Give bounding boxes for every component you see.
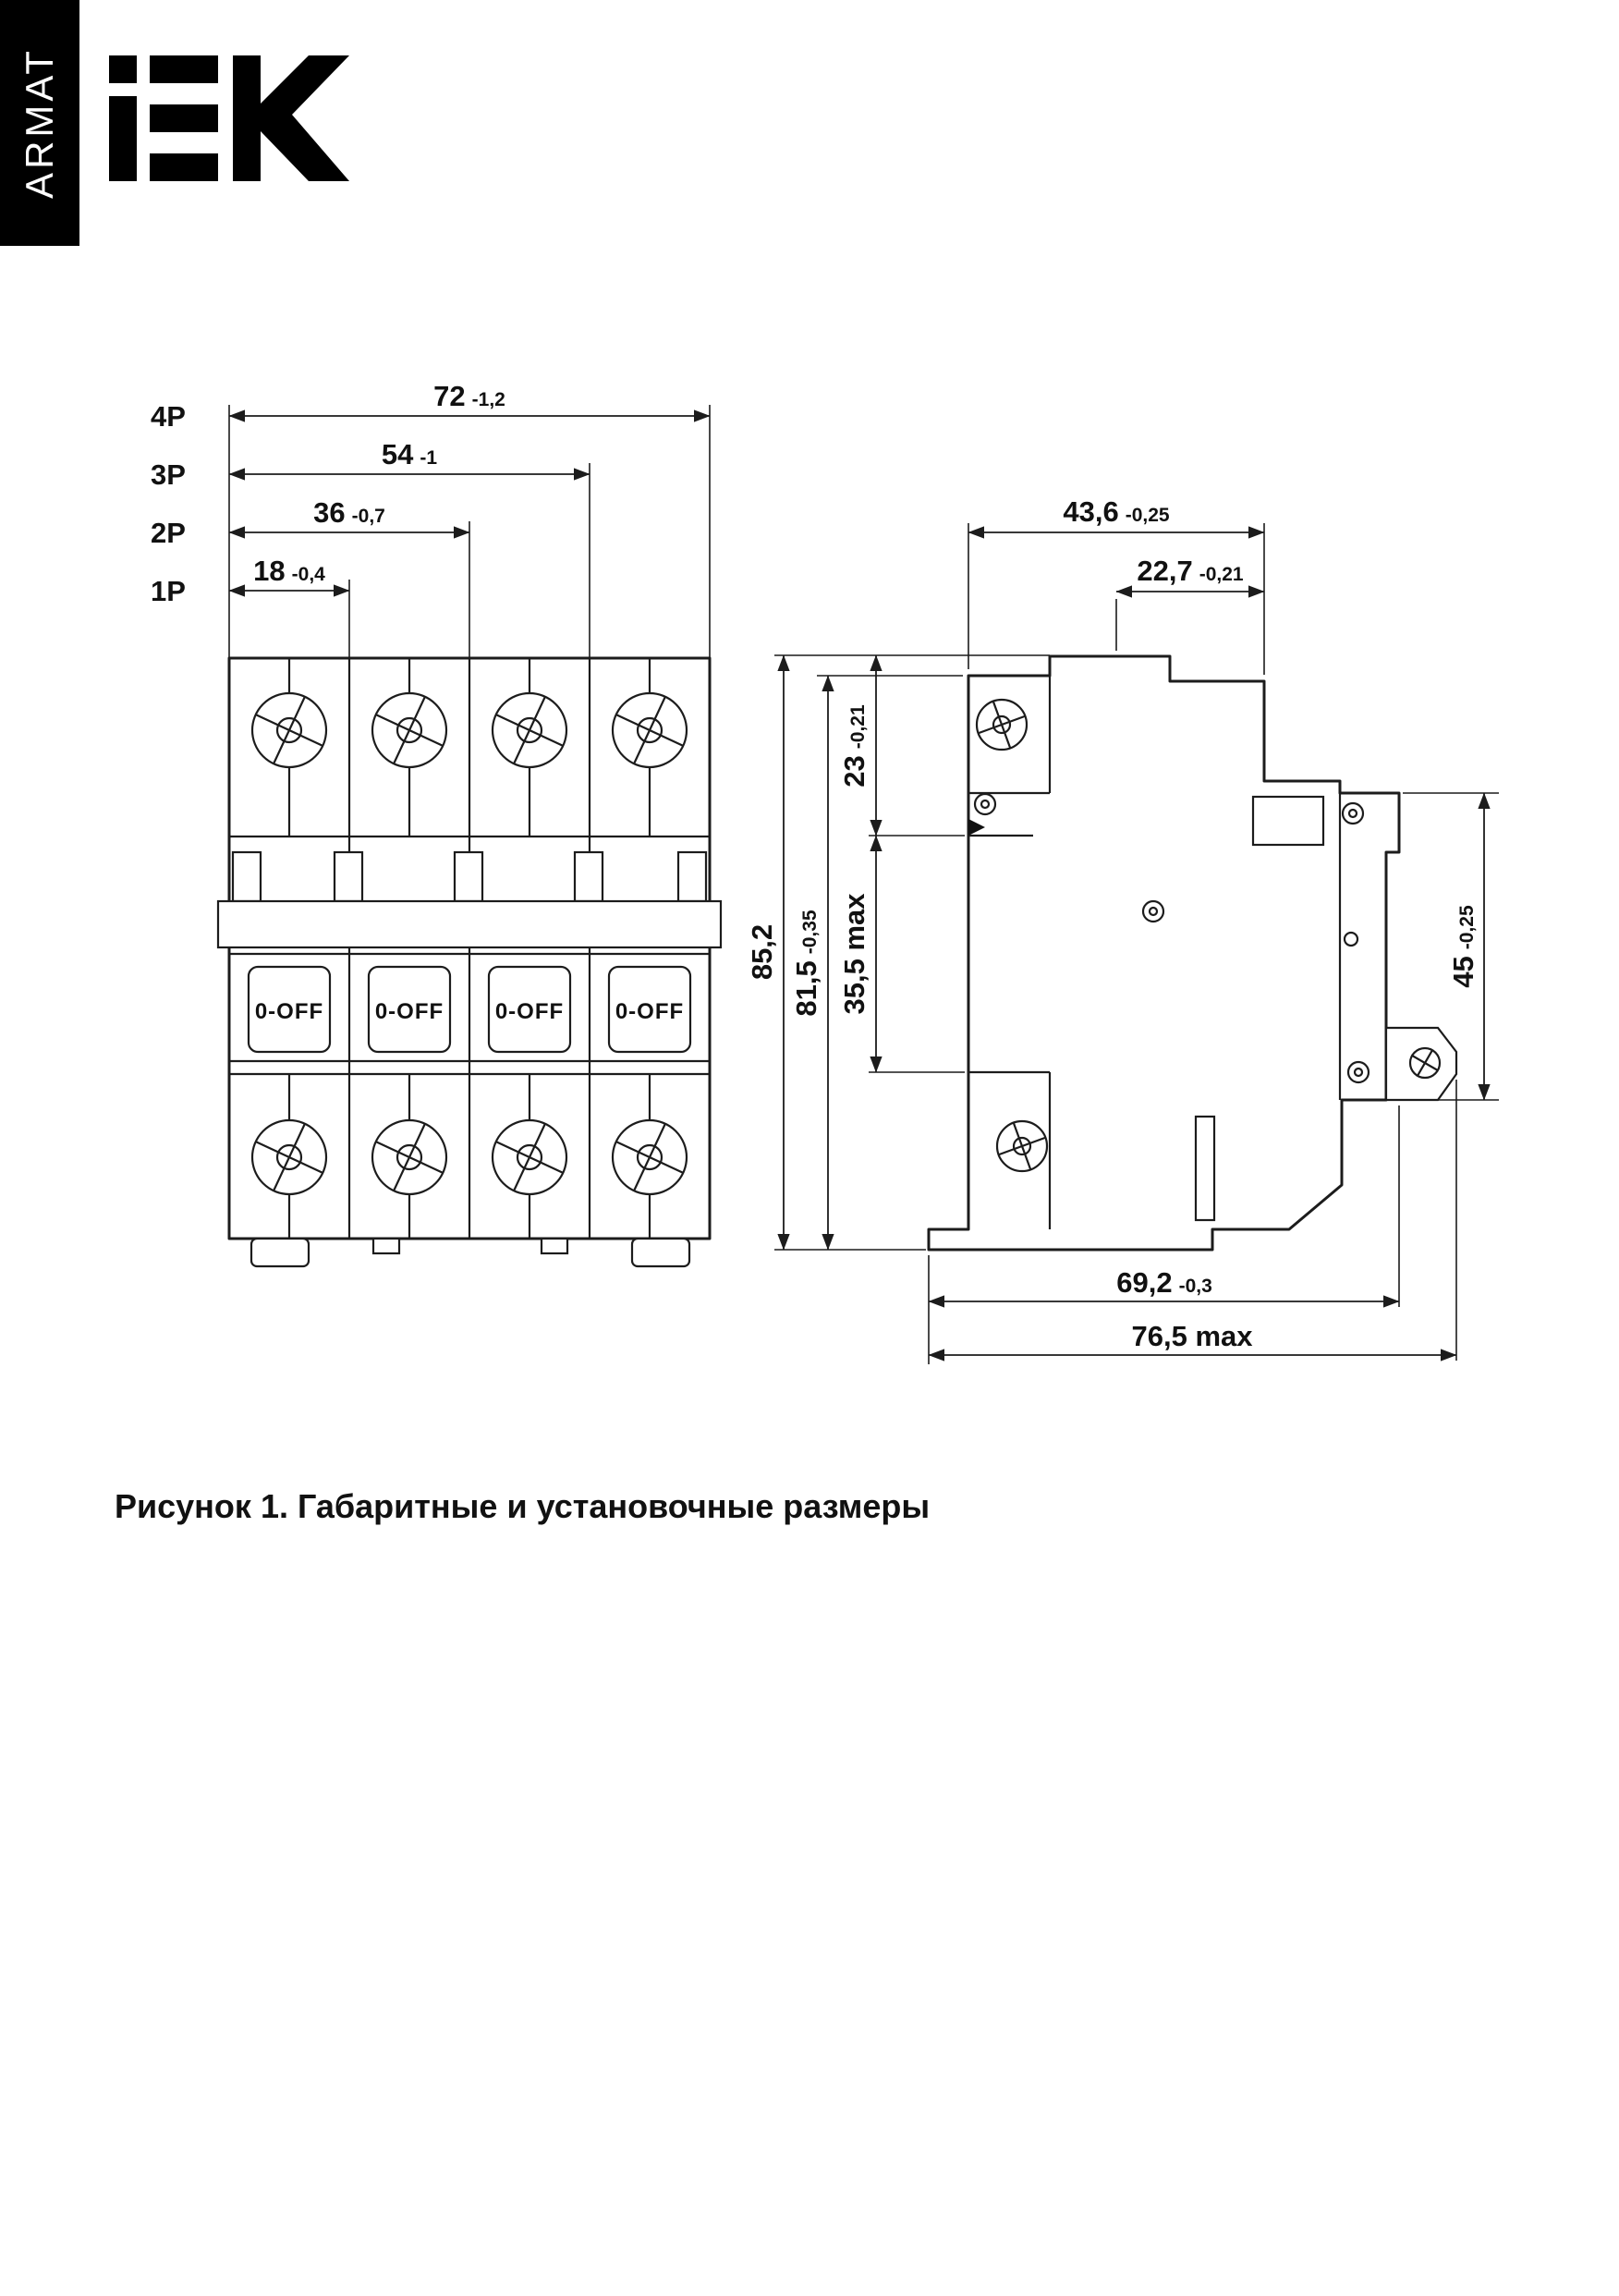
dim-width-2p: 36-0,7 [313,496,385,529]
toggle-label: 0-OFF [615,999,684,1024]
dim-middle-section: 35,5 max [838,893,870,1015]
figure-caption: Рисунок 1. Габаритные и установочные раз… [115,1487,930,1525]
dim-upper-section: 23-0,21 [838,704,870,788]
logo-i-dot [109,55,137,83]
clamp-indicator [968,819,985,836]
toggle-off-switch [487,965,572,1054]
dim-front-height: 81,5-0,35 [790,910,822,1017]
front-view: 0-OFF 0-OFF 0-OFF 0-OFF [216,656,723,1268]
toggle-label: 0-OFF [495,999,564,1024]
label-window [1251,795,1325,847]
dim-width-3p: 54-1 [382,438,437,470]
pole-label-2p: 2P [151,517,186,549]
toggle-label: 0-OFF [375,999,444,1024]
series-label: ARMAT [18,47,61,199]
logo-e-bar [150,55,218,83]
iek-logo [109,55,349,181]
toggle-switches: 0-OFF 0-OFF 0-OFF 0-OFF [247,965,692,1054]
toggle-off-switch [367,965,452,1054]
dim-width-1p: 18-0,4 [253,555,325,587]
mounting-foot [630,1237,691,1268]
toggle-off-switch [247,965,332,1054]
dim-top-width: 43,6-0,25 [1063,495,1170,528]
logo-e-bar [150,153,218,181]
toggle-off-switch [607,965,692,1054]
logo-e-bar [150,104,218,132]
mounting-foot [250,1237,310,1268]
front-view-dimensions: 4P 3P 2P 1P 72-1,2 54-1 36-0,7 18-0,4 [151,380,711,658]
dim-bottom-width: 69,2-0,3 [1116,1266,1212,1299]
dim-rail-notch-height: 45-0,25 [1447,905,1479,988]
side-view-dimensions: 43,6-0,25 22,7-0,21 85,2 81,5-0,35 23-0,… [746,495,1499,1364]
pole-label-4p: 4P [151,400,186,433]
brand-block: ARMAT [0,0,349,246]
din-rail-clip [1384,1026,1458,1102]
logo-k [233,55,349,181]
dim-bottom-width-max: 76,5 max [1132,1320,1254,1352]
dim-width-4p: 72-1,2 [433,380,505,412]
pole-label-1p: 1P [151,575,186,607]
bottom-slot [1194,1115,1216,1222]
dim-overall-height: 85,2 [746,924,778,980]
side-view [927,654,1458,1252]
dim-top-inner-width: 22,7-0,21 [1137,555,1244,587]
toggle-label: 0-OFF [255,999,323,1024]
front-ridge [216,899,723,949]
series-sidebar [0,0,79,246]
logo-i-stem [109,96,137,181]
pole-label-3p: 3P [151,458,186,491]
